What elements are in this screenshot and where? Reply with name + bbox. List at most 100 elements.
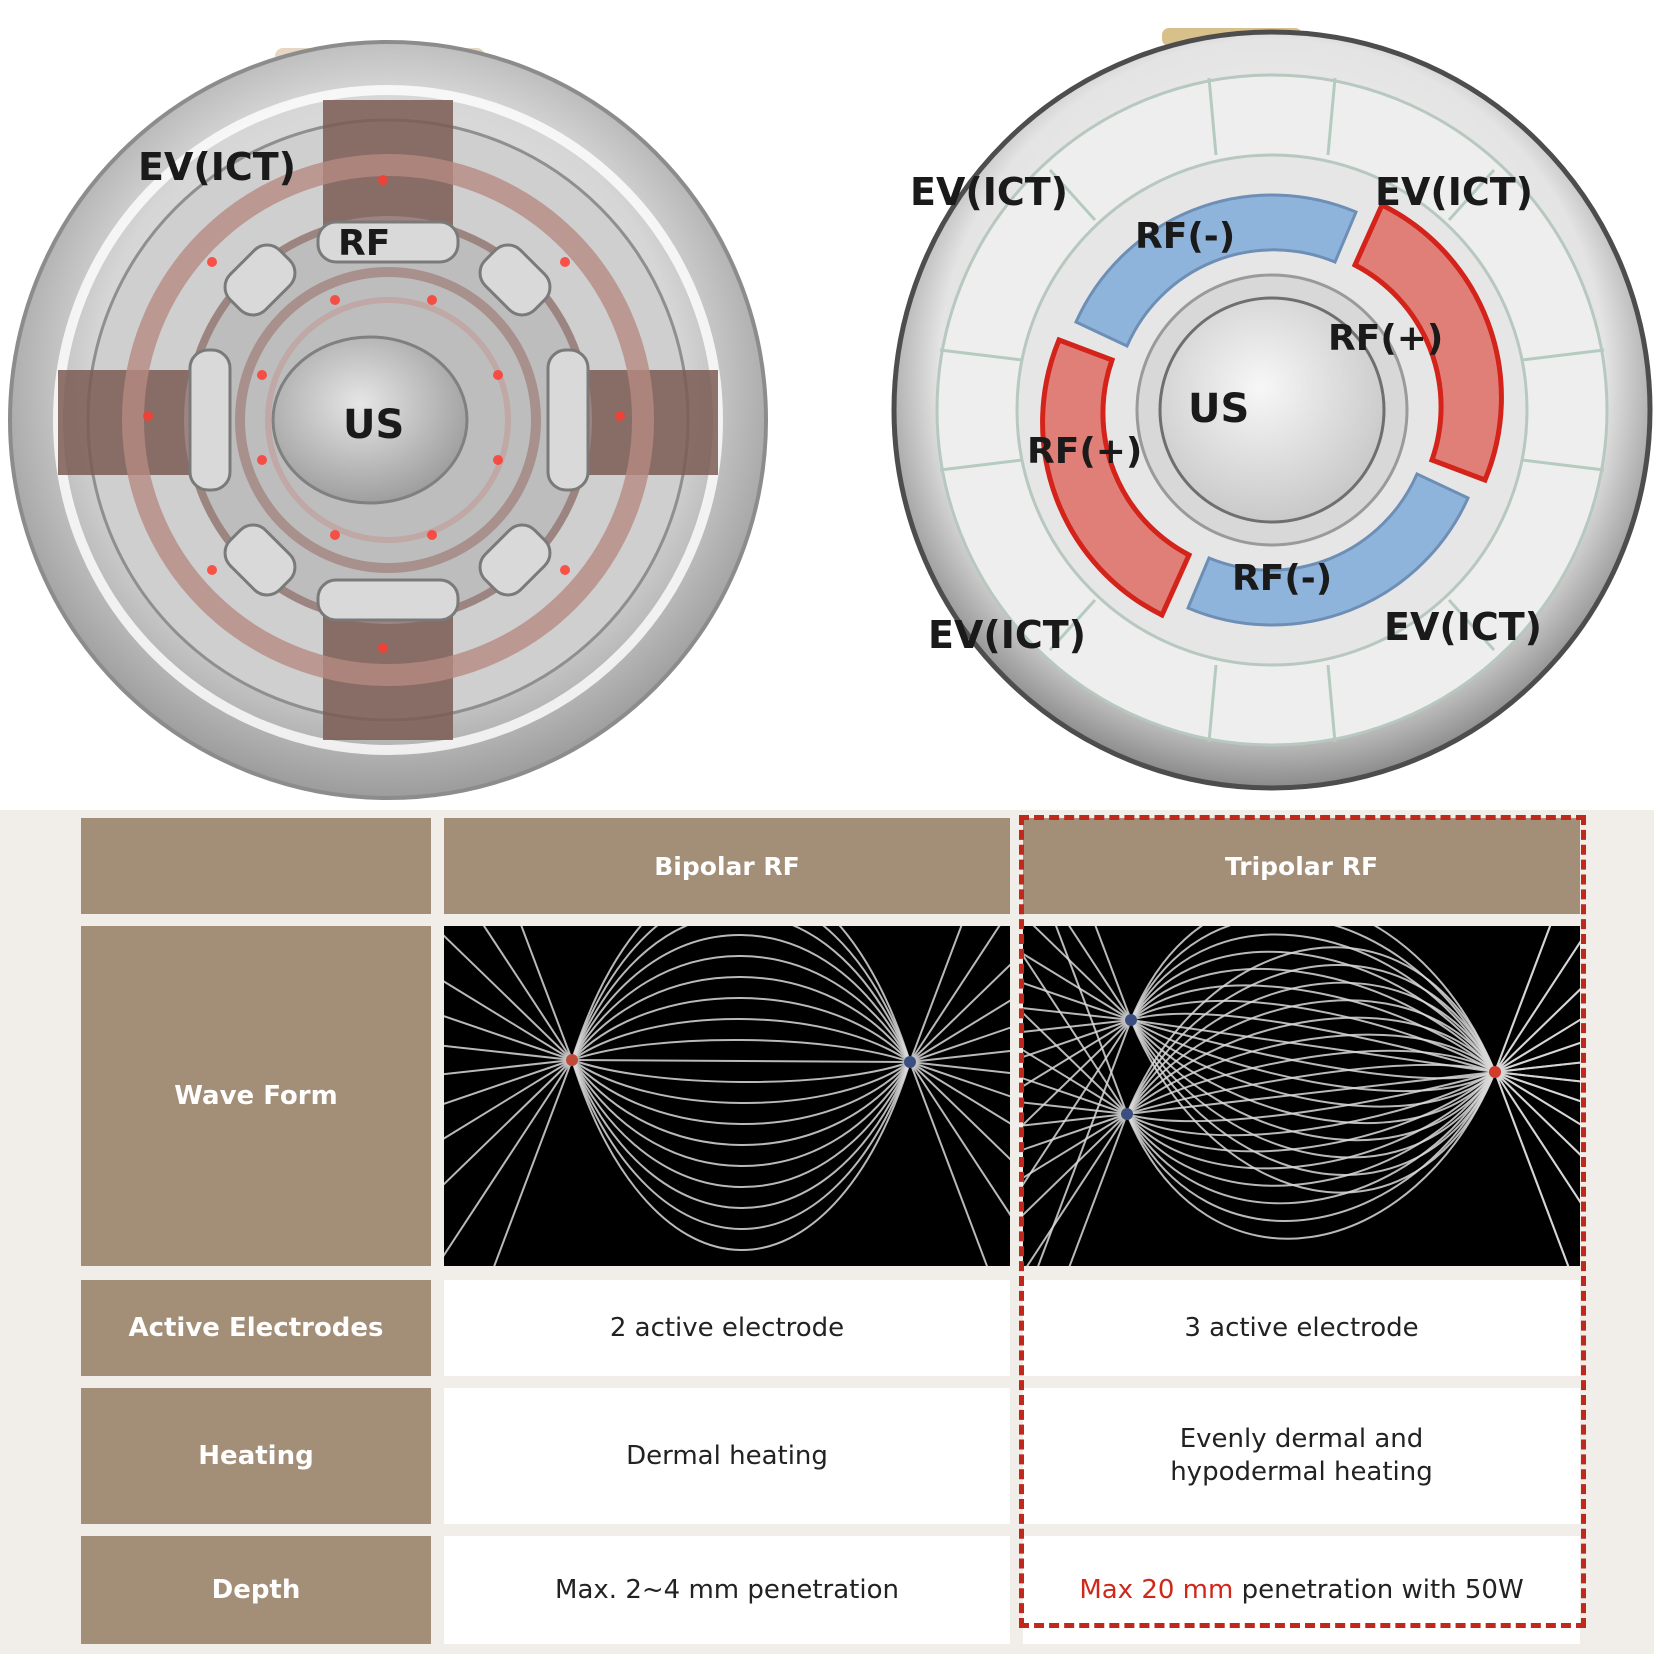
field-line	[1494, 1041, 1580, 1073]
field-line	[1494, 1061, 1580, 1073]
row-label-active-electrodes: Active Electrodes	[81, 1280, 431, 1376]
field-line	[1130, 950, 1496, 1073]
bipolar-wave-form-image	[444, 926, 1010, 1266]
rf-negative-bottom-electrode	[1186, 471, 1470, 627]
field-line	[1126, 1071, 1496, 1205]
field-line	[909, 1026, 1010, 1063]
field-line	[1130, 984, 1496, 1073]
field-line	[1494, 1071, 1580, 1156]
ev-ict-label: EV(ICT)	[138, 145, 296, 189]
bipolar-field-lines	[444, 926, 1010, 1266]
rf-negative-bottom-label: RF(-)	[1232, 558, 1332, 599]
field-line	[1494, 1071, 1570, 1266]
field-line	[571, 1059, 911, 1188]
field-line	[571, 955, 911, 1063]
field-line	[1023, 1113, 1128, 1151]
field-line	[1126, 1071, 1496, 1137]
field-line	[571, 1059, 911, 1084]
field-line	[909, 926, 963, 1063]
field-line	[1494, 940, 1580, 1073]
field-line	[1126, 1071, 1496, 1115]
field-line	[1494, 1018, 1580, 1073]
negative-electrode-dot	[904, 1056, 916, 1068]
field-line	[571, 997, 911, 1063]
field-line	[1130, 999, 1496, 1073]
field-line	[1494, 1071, 1570, 1266]
field-line	[1494, 1071, 1580, 1103]
field-line	[1494, 1071, 1580, 1204]
tripolar-depth-highlight: Max 20 mm	[1079, 1574, 1234, 1605]
field-line	[444, 1059, 573, 1076]
field-line	[1054, 926, 1128, 1115]
field-line	[1023, 981, 1132, 1021]
field-line	[1023, 1101, 1128, 1115]
led-dots	[143, 175, 625, 653]
field-line	[1023, 1077, 1128, 1115]
field-line	[1068, 926, 1132, 1021]
comparison-table: Bipolar RF Tripolar RF Wave Form Active …	[0, 810, 1654, 1654]
field-line	[444, 1059, 573, 1105]
field-line	[1023, 1019, 1132, 1088]
tripolar-depth-rest: penetration with 50W	[1233, 1574, 1524, 1605]
field-line	[1130, 967, 1496, 1073]
field-line	[1126, 1063, 1496, 1115]
field-line	[571, 1018, 911, 1063]
field-line	[1494, 988, 1580, 1073]
tripolar-heating: Evenly dermal and hypodermal heating	[1023, 1388, 1580, 1524]
field-line	[1130, 926, 1496, 1073]
field-line	[1494, 1018, 1580, 1073]
field-line	[1494, 1071, 1580, 1126]
field-line	[444, 1059, 573, 1257]
field-line	[571, 926, 911, 1063]
us-label: US	[1188, 386, 1249, 432]
field-line	[1023, 1019, 1132, 1033]
tripolar-heating-line-2: hypodermal heating	[1170, 1457, 1433, 1487]
tripolar-field-lines	[1023, 926, 1580, 1266]
tripolar-heating-line-1: Evenly dermal and	[1179, 1424, 1424, 1454]
field-line	[909, 1061, 1010, 1161]
field-line	[520, 926, 573, 1061]
field-line	[1023, 1011, 1128, 1115]
field-line	[1126, 1071, 1496, 1187]
field-line	[1126, 999, 1496, 1115]
ev-ict-label-top-right: EV(ICT)	[1375, 170, 1533, 214]
field-line	[1023, 1019, 1132, 1187]
field-line	[571, 1059, 911, 1209]
rf-negative-top-electrode	[1074, 193, 1358, 349]
field-line	[1494, 1071, 1580, 1156]
field-line	[1130, 926, 1496, 1073]
field-line	[444, 934, 573, 1061]
row-label-depth: Depth	[81, 1536, 431, 1644]
field-line	[1494, 926, 1552, 1073]
field-line	[909, 999, 1010, 1063]
field-line	[571, 926, 911, 1063]
field-line	[1126, 1049, 1496, 1115]
field-line	[909, 963, 1010, 1063]
field-line	[909, 1061, 989, 1266]
field-line	[1494, 1071, 1580, 1083]
field-line	[1094, 926, 1132, 1021]
field-line	[571, 1059, 911, 1104]
us-label: US	[343, 402, 404, 448]
field-line	[909, 1049, 1010, 1063]
field-line	[571, 934, 911, 1063]
field-line	[444, 1015, 573, 1061]
field-line	[1494, 1071, 1580, 1126]
negative-electrode-dot	[1121, 1108, 1133, 1120]
device-illustrations: EV(ICT) RF US EV(IC	[8, 28, 1653, 800]
field-line	[909, 1061, 1010, 1075]
field-line	[909, 1061, 1010, 1098]
tripolar-depth: Max 20 mm penetration with 50W	[1023, 1536, 1580, 1644]
positive-electrode-dot	[1489, 1066, 1501, 1078]
field-line	[1126, 1071, 1496, 1240]
field-line	[1023, 952, 1132, 1021]
field-line	[444, 1059, 573, 1186]
field-line	[1023, 1113, 1128, 1217]
field-line	[571, 1059, 911, 1230]
field-line	[571, 976, 911, 1063]
field-line	[1023, 1049, 1128, 1115]
field-line	[1130, 1019, 1496, 1073]
field-line	[1494, 940, 1580, 1073]
field-line	[1026, 1113, 1128, 1266]
field-line	[1126, 981, 1496, 1115]
